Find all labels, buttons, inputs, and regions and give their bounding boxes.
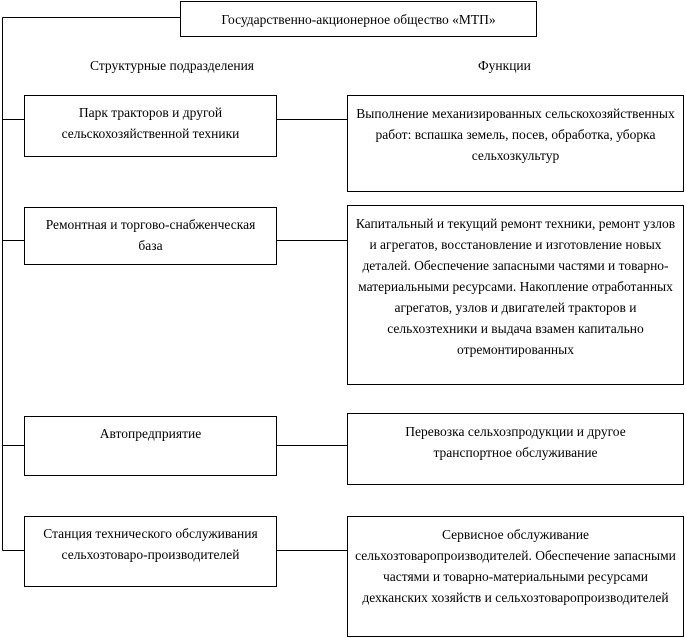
unit-label: Автопредприятие: [99, 426, 202, 441]
unit-label: Ремонтная и торгово-снабженческая база: [45, 217, 256, 253]
unit-label: Станция технического обслуживания сельхо…: [43, 526, 258, 562]
units-column-header: Структурные подразделения: [90, 58, 255, 73]
root-organization-label: Государственно-акционерное общество «МТП…: [221, 12, 496, 27]
function-box-tractor-park: Выполнение механизированных сельскохозяй…: [347, 95, 684, 192]
unit-label: Парк тракторов и другой сельскохозяйстве…: [61, 105, 240, 141]
function-label: Выполнение механизированных сельскохозяй…: [356, 106, 675, 163]
function-label: Сервисное обслуживание сельхозтоваропрои…: [355, 527, 676, 605]
function-label: Капитальный и текущий ремонт техники, ре…: [355, 216, 676, 357]
unit-box-service-station: Станция технического обслуживания сельхо…: [24, 516, 277, 587]
function-box-repair-base: Капитальный и текущий ремонт техники, ре…: [347, 205, 684, 385]
root-organization-box: Государственно-акционерное общество «МТП…: [180, 1, 537, 37]
unit-box-tractor-park: Парк тракторов и другой сельскохозяйстве…: [24, 95, 277, 157]
function-box-service-station: Сервисное обслуживание сельхозтоваропрои…: [347, 516, 684, 637]
function-box-motor-transport: Перевозка сельхозпродукции и другое тран…: [347, 413, 684, 485]
unit-box-motor-transport: Автопредприятие: [24, 416, 277, 476]
function-label: Перевозка сельхозпродукции и другое тран…: [405, 424, 626, 460]
unit-box-repair-base: Ремонтная и торгово-снабженческая база: [24, 207, 277, 265]
functions-column-header: Функции: [478, 58, 531, 73]
